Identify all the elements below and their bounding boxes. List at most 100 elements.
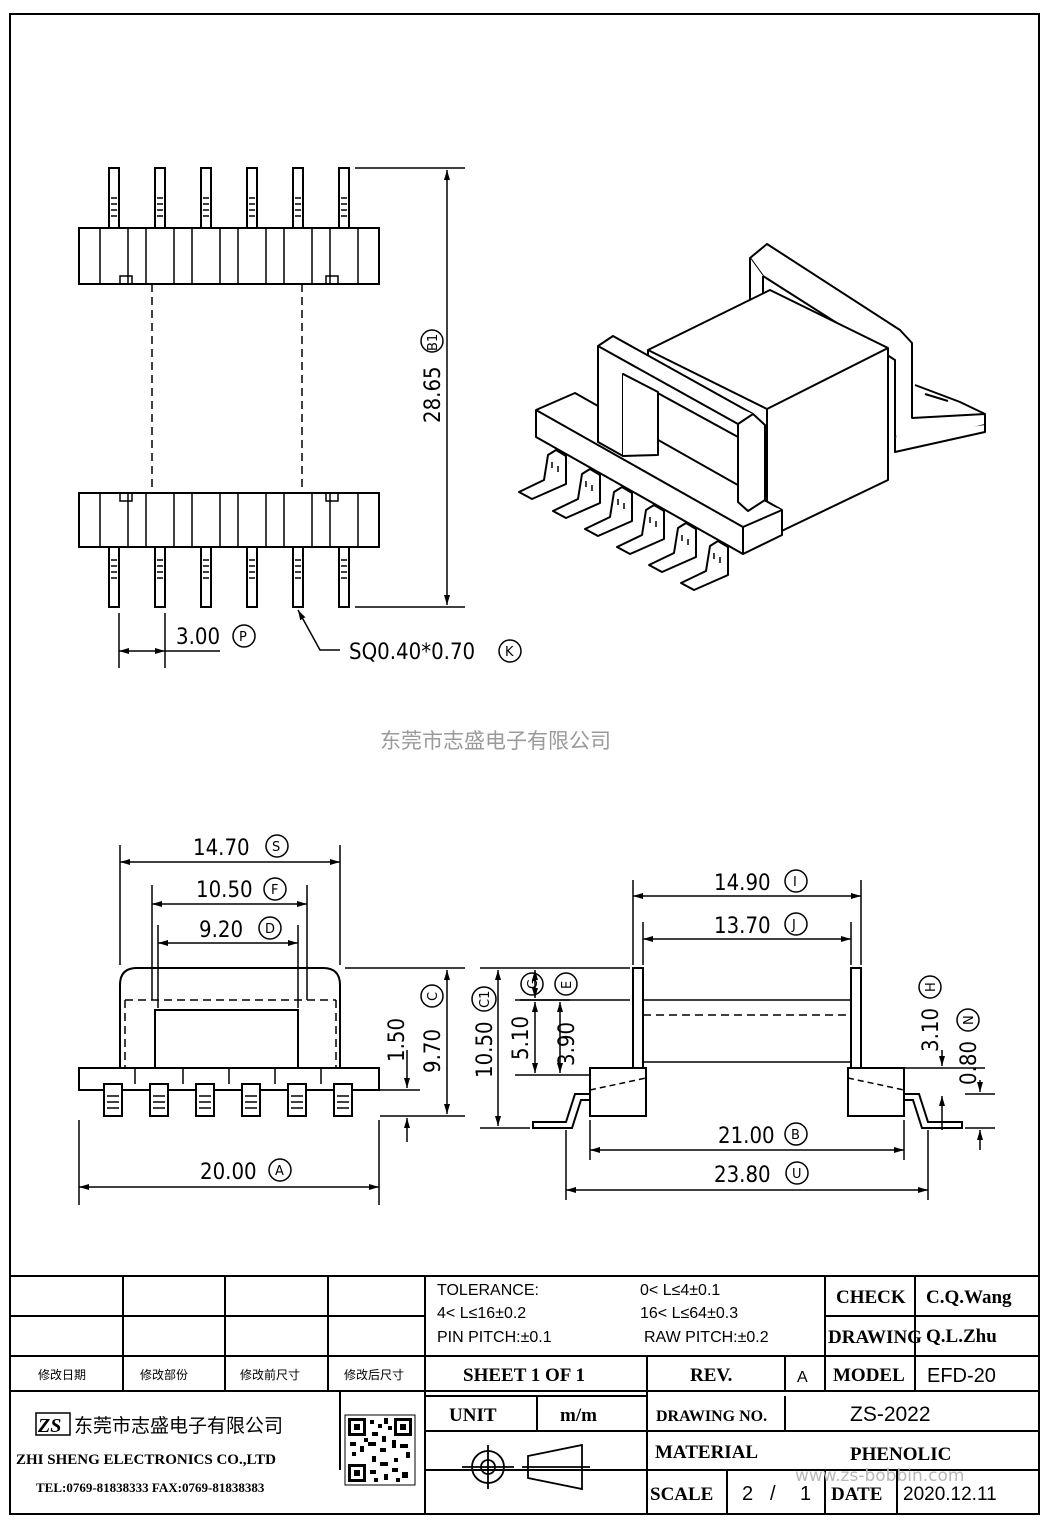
dim-21.00: 21.00 <box>718 1124 775 1149</box>
dim-tag-B: B <box>791 1128 800 1143</box>
dim-tag-circle <box>258 916 282 940</box>
tolerance-1: 0< L≤4±0.1 <box>640 1282 720 1299</box>
iso-pins <box>518 449 729 591</box>
model-label: MODEL <box>833 1365 905 1386</box>
top-flange <box>78 227 380 285</box>
dim-tag-C1: C1 <box>478 991 493 1008</box>
tolerance-3: 16< L≤64±0.3 <box>640 1305 738 1322</box>
rev-header-date: 修改日期 <box>38 1367 86 1382</box>
dim-tag-circle <box>956 1008 980 1032</box>
dim-tag-D: D <box>265 922 275 937</box>
dim-tag-circle <box>918 975 942 999</box>
dim-tag-circle <box>784 912 808 936</box>
dim-5.10: 5.10 <box>509 1016 534 1060</box>
dim-3.10: 3.10 <box>919 1008 944 1052</box>
dim-9.20: 9.20 <box>199 918 243 943</box>
dim-20.00: 20.00 <box>200 1160 257 1185</box>
side-view-dimension-text: 14.90 I 13.70 J 10.50 C1 5.10 G 3.90 E 3… <box>471 869 982 1188</box>
side-view <box>532 967 963 1129</box>
tolerance-label: TOLERANCE: <box>437 1282 539 1299</box>
company-cn: 东莞市志盛电子有限公司 <box>74 1415 283 1437</box>
rev-header-before: 修改前尺寸 <box>240 1367 300 1382</box>
rev-header-part: 修改部份 <box>140 1367 188 1382</box>
tolerance-2: 4< L≤16±0.2 <box>437 1305 526 1322</box>
pin-pitch: PIN PITCH:±0.1 <box>437 1329 552 1346</box>
front-view <box>78 967 380 1117</box>
dim-tag-circle <box>471 986 497 1012</box>
isometric-view <box>518 243 986 591</box>
drawing-value: Q.L.Zhu <box>926 1326 997 1347</box>
rev-label: REV. <box>690 1365 732 1386</box>
unit-value: m/m <box>560 1405 597 1426</box>
scale-sep: / <box>770 1483 776 1505</box>
top-view-dimensions <box>118 167 465 668</box>
scale-num: 2 <box>742 1483 753 1505</box>
dim-tag-circle <box>520 972 544 996</box>
check-label: CHECK <box>836 1287 906 1308</box>
dim-3.90: 3.90 <box>555 1022 580 1066</box>
front-view-dimensions <box>78 845 465 1205</box>
dim-tag-circle <box>265 834 289 858</box>
drawing-no-label: DRAWING NO. <box>656 1408 767 1425</box>
dim-tag-P: P <box>239 630 247 645</box>
sheet-label: SHEET 1 OF 1 <box>463 1365 585 1386</box>
bottom-pins <box>108 546 350 608</box>
projection-symbol-icon <box>462 1443 590 1491</box>
dim-tag-N: N <box>962 1015 977 1025</box>
dim-tag-S: S <box>272 840 280 855</box>
watermark: 东莞市志盛电子有限公司 <box>380 729 611 753</box>
dim-3.00: 3.00 <box>176 625 220 650</box>
dim-tag-circle <box>420 984 444 1008</box>
top-pins <box>108 167 350 229</box>
dim-tag-circle <box>554 972 578 996</box>
dim-tag-A: A <box>275 1164 284 1179</box>
bottom-flange <box>78 492 380 548</box>
top-view <box>78 167 380 608</box>
dim-9.70: 9.70 <box>421 1029 446 1073</box>
drawing-no-value: ZS-2022 <box>850 1403 931 1426</box>
dim-10.50: 10.50 <box>196 878 253 903</box>
dim-14.70: 14.70 <box>193 836 250 861</box>
dim-tag-H: H <box>924 982 939 992</box>
check-value: C.Q.Wang <box>926 1287 1012 1308</box>
rev-header-after: 修改后尺寸 <box>344 1367 404 1382</box>
watermark-url: www.zs-bobbin.com <box>795 1466 964 1486</box>
scale-label: SCALE <box>650 1484 713 1505</box>
dim-tag-E: E <box>560 981 575 989</box>
dim-tag-G: G <box>526 979 541 989</box>
raw-pitch: RAW PITCH:±0.2 <box>644 1329 769 1346</box>
dim-tag-circle <box>232 624 256 648</box>
dim-1.50: 1.50 <box>385 1018 410 1062</box>
dim-tag-F: F <box>271 883 278 898</box>
dim-14.90: 14.90 <box>714 871 771 896</box>
title-block-grid <box>9 1275 1040 1515</box>
dim-tag-circle <box>784 869 808 893</box>
dim-tag-circle <box>784 1122 808 1146</box>
qr-code-icon <box>344 1414 416 1486</box>
dim-tag-K: K <box>505 645 514 660</box>
company-en: ZHI SHENG ELECTRONICS CO.,LTD <box>16 1452 276 1468</box>
dim-tag-B1: B1 <box>426 334 441 351</box>
dim-tag-circle <box>268 1158 292 1182</box>
dim-28.65: 28.65 <box>421 366 446 423</box>
dim-tag-circle <box>785 1161 809 1185</box>
unit-label: UNIT <box>449 1405 497 1426</box>
date-value: 2020.12.11 <box>903 1484 997 1505</box>
dim-10.50: 10.50 <box>473 1021 498 1078</box>
dim-tag-J: J <box>791 918 796 933</box>
dim-tag-I: I <box>793 875 797 890</box>
dim-tag-circle <box>263 877 287 901</box>
material-label: MATERIAL <box>655 1442 758 1463</box>
title-block-text: 修改日期 修改部份 修改前尺寸 修改后尺寸 TOLERANCE: 0< L≤4±… <box>38 1282 1012 1505</box>
dim-tag-circle <box>420 329 444 353</box>
scale-den: 1 <box>800 1483 811 1505</box>
date-label: DATE <box>831 1484 882 1505</box>
rev-value: A <box>797 1369 808 1386</box>
company-logo-icon: ZS <box>35 1412 71 1437</box>
company-tel: TEL:0769-81838333 FAX:0769-81838383 <box>36 1480 265 1495</box>
drawing-label: DRAWING <box>828 1327 922 1348</box>
material-value: PHENOLIC <box>850 1444 951 1465</box>
logo-text: ZS <box>37 1415 61 1437</box>
top-view-dimension-text: 28.65 B1 3.00 P SQ0.40*0.70 K <box>176 329 522 665</box>
